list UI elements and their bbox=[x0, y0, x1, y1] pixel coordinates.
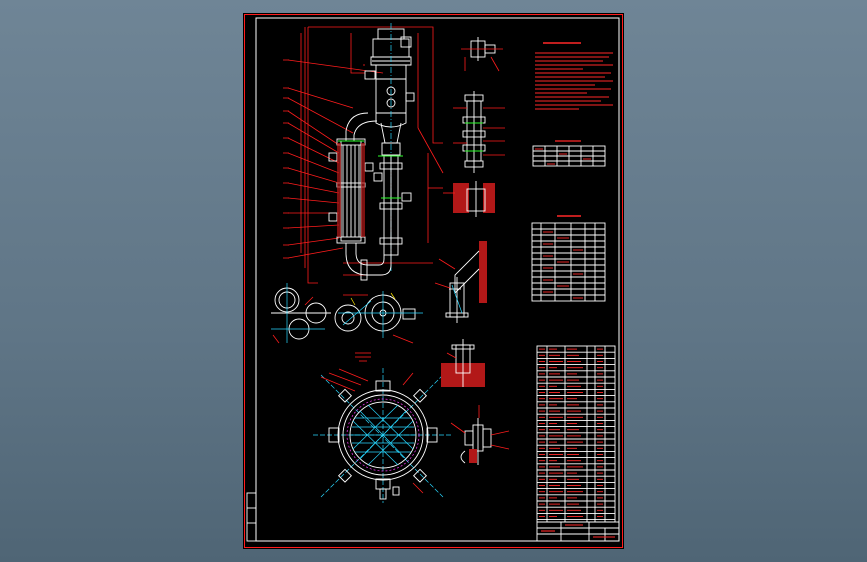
flange-joint-detail bbox=[450, 405, 510, 465]
tube-sheet-plan-view bbox=[313, 368, 453, 503]
balloon-ticks bbox=[283, 59, 289, 259]
flange-stack-detail bbox=[453, 91, 505, 173]
skirt-weld-detail bbox=[438, 241, 487, 303]
parts-list-entries bbox=[539, 348, 603, 517]
inner-frame bbox=[255, 17, 620, 542]
circulation-u-bend bbox=[345, 243, 392, 281]
nozzle-schedule-table bbox=[531, 215, 606, 302]
drawing-sheet bbox=[243, 13, 624, 549]
heating-chamber bbox=[328, 112, 378, 244]
parts-list-rows bbox=[537, 351, 615, 521]
detail-view-top bbox=[461, 37, 503, 72]
outer-border bbox=[244, 14, 623, 548]
downcomer-column bbox=[373, 154, 412, 256]
tube-grid bbox=[351, 404, 415, 466]
cad-drawing bbox=[244, 14, 623, 548]
separator-vessel bbox=[364, 28, 415, 156]
title-block bbox=[536, 521, 620, 542]
sight-glass-detail bbox=[441, 339, 485, 387]
triple-circle-view bbox=[271, 287, 331, 340]
technical-requirements-notes bbox=[535, 42, 613, 110]
main-elevation-view bbox=[283, 23, 444, 284]
nozzle-orientation-views bbox=[271, 283, 423, 344]
nozzle-detail-small bbox=[434, 277, 469, 323]
heater-hatch bbox=[337, 143, 365, 237]
design-data-table bbox=[532, 140, 606, 167]
dimension-leaders bbox=[287, 26, 444, 284]
section-label-tube-sheet bbox=[355, 352, 371, 362]
left-binding-strip bbox=[246, 492, 257, 542]
column-highlights bbox=[378, 155, 403, 199]
support-lug-detail bbox=[443, 181, 495, 217]
parts-list-table bbox=[536, 345, 616, 523]
